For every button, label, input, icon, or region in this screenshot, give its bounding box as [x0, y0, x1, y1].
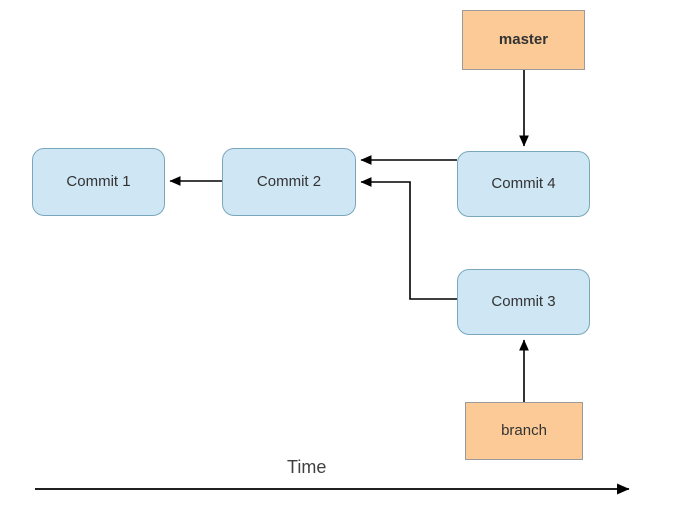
node-master-label: master [498, 31, 549, 48]
edge-commit3-to-commit2 [360, 177, 457, 300]
node-commit-2[interactable]: Commit 2 [222, 148, 356, 216]
node-commit-2-label: Commit 2 [256, 173, 322, 190]
node-branch[interactable]: branch [465, 402, 583, 460]
time-axis-label: Time [287, 457, 327, 477]
node-commit-1-label: Commit 1 [66, 173, 131, 190]
node-commit-3-label: Commit 3 [491, 293, 556, 310]
node-branch-label: branch [501, 422, 547, 439]
node-master[interactable]: master [462, 10, 585, 70]
node-commit-4-label: Commit 4 [491, 175, 556, 192]
node-commit-3[interactable]: Commit 3 [457, 269, 590, 335]
node-commit-4[interactable]: Commit 4 [457, 151, 590, 217]
node-commit-1[interactable]: Commit 1 [32, 148, 165, 216]
